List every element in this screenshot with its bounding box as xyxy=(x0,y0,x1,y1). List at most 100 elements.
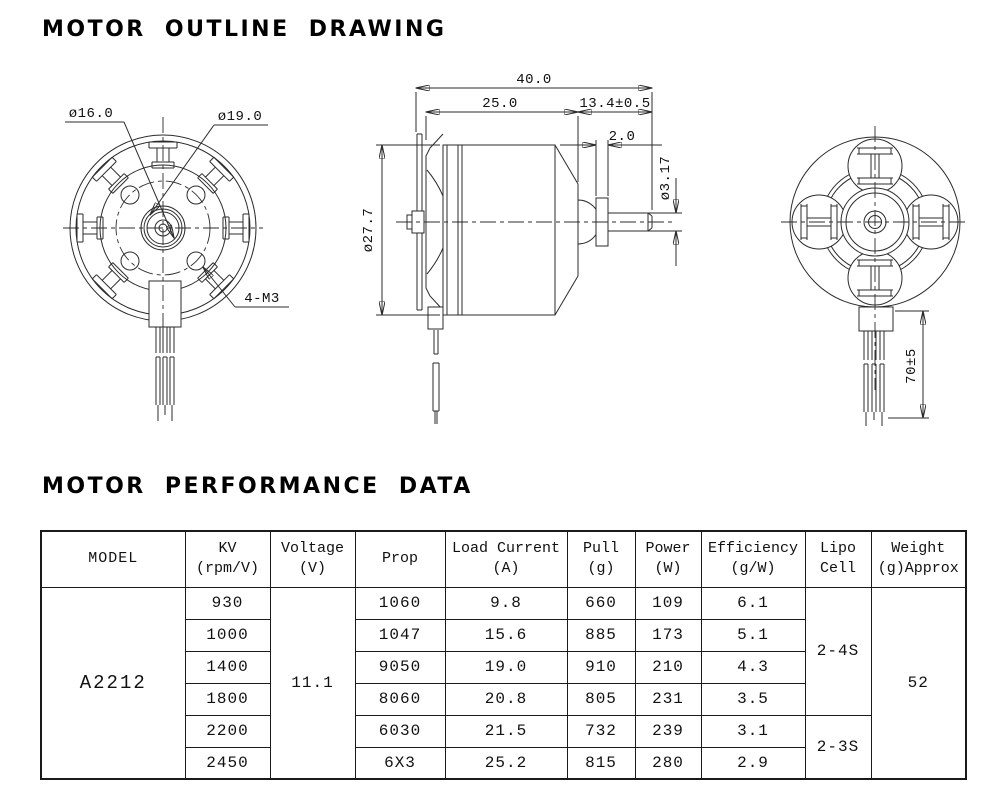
efficiency-value: 3.5 xyxy=(700,682,806,716)
load-current-value: 21.5 xyxy=(444,714,568,748)
dim-body-length-label: 25.0 xyxy=(482,96,518,112)
header-text: Load Current xyxy=(451,540,561,557)
col-header-prop: Prop xyxy=(354,530,446,588)
dim-shaft-boss-label: ø19.0 xyxy=(218,109,263,125)
efficiency-value: 5.1 xyxy=(700,618,806,652)
dim-shaft-dia: ø3.17 xyxy=(658,156,676,266)
power-value: 231 xyxy=(634,682,702,716)
dim-total-length: 40.0 xyxy=(416,72,652,88)
performance-data-title: MOTOR PERFORMANCE DATA xyxy=(42,474,473,499)
header-text: Power xyxy=(645,540,691,557)
rear-wire-bundle xyxy=(859,307,893,426)
kv-value: 1800 xyxy=(184,682,271,716)
kv-value: 1000 xyxy=(184,618,271,652)
power-value: 210 xyxy=(634,650,702,684)
side-motor-body xyxy=(407,134,652,424)
dim-total-length-label: 40.0 xyxy=(516,72,552,88)
header-row: MODEL KV (rpm/V) Voltage (V) Prop Load C… xyxy=(40,530,967,588)
dim-mount-screws-label: 4-M3 xyxy=(244,291,280,307)
header-text: Weight xyxy=(891,540,946,557)
weight-value: 52 xyxy=(870,586,967,780)
front-leader-4m3: 4-M3 xyxy=(203,267,289,307)
efficiency-value: 4.3 xyxy=(700,650,806,684)
pull-value: 910 xyxy=(566,650,636,684)
power-value: 173 xyxy=(634,618,702,652)
header-text: KV xyxy=(218,540,237,557)
kv-value: 2200 xyxy=(184,714,271,748)
table-row: 2450 6X3 25.2 815 280 2.9 xyxy=(41,746,966,780)
pull-value: 815 xyxy=(566,746,636,780)
header-unit: Cell xyxy=(819,560,856,578)
header-unit: (W) xyxy=(654,560,682,578)
front-view-drawing: ø16.0 ø19.0 4-M3 xyxy=(13,106,313,473)
front-leader-dia16: ø16.0 xyxy=(65,106,174,238)
header-unit: (g) xyxy=(587,560,615,578)
dim-wire-length: 70±5 xyxy=(888,311,929,418)
power-value: 109 xyxy=(634,586,702,620)
header-unit: (V) xyxy=(298,560,326,578)
table-row: 1000 1047 15.6 885 173 5.1 xyxy=(41,618,966,652)
header-unit: (g/W) xyxy=(730,560,776,578)
front-wire-bundle xyxy=(149,281,181,421)
lipo-cell-value: 2-4S xyxy=(804,586,872,716)
kv-value: 1400 xyxy=(184,650,271,684)
dim-shaft-length: 13.4±0.5 xyxy=(578,96,652,112)
col-header-kv: KV (rpm/V) xyxy=(184,530,271,588)
col-header-voltage: Voltage (V) xyxy=(269,530,356,588)
header-unit: (rpm/V) xyxy=(195,560,259,578)
header-text: Voltage xyxy=(280,540,344,557)
col-header-model: MODEL xyxy=(40,530,186,588)
model-value: A2212 xyxy=(40,586,186,780)
dim-collar-width: 2.0 xyxy=(560,129,662,145)
efficiency-value: 6.1 xyxy=(700,586,806,620)
power-value: 280 xyxy=(634,746,702,780)
load-current-value: 19.0 xyxy=(444,650,568,684)
header-unit: (A) xyxy=(492,560,520,578)
efficiency-value: 3.1 xyxy=(700,714,806,748)
lipo-cell-value: 2-3S xyxy=(804,714,872,780)
kv-value: 2450 xyxy=(184,746,271,780)
table-row: 1400 9050 19.0 910 210 4.3 xyxy=(41,650,966,684)
col-header-lipo-cell: Lipo Cell xyxy=(804,530,872,588)
rear-centerlines xyxy=(781,126,969,390)
voltage-value: 11.1 xyxy=(269,586,356,780)
load-current-value: 20.8 xyxy=(444,682,568,716)
pull-value: 805 xyxy=(566,682,636,716)
dim-body-dia: ø27.7 xyxy=(361,145,382,315)
load-current-value: 25.2 xyxy=(444,746,568,780)
dim-bolt-circle-label: ø16.0 xyxy=(69,106,114,122)
dim-collar-width-label: 2.0 xyxy=(609,129,636,145)
dim-wire-length-label: 70±5 xyxy=(904,348,920,384)
dim-shaft-dia-label: ø3.17 xyxy=(658,156,674,201)
header-text: Pull xyxy=(582,540,619,557)
prop-value: 1060 xyxy=(354,586,446,620)
prop-value: 9050 xyxy=(354,650,446,684)
table-row: A2212 930 11.1 1060 9.8 660 109 6.1 2-4S… xyxy=(40,586,967,780)
header-text: Lipo xyxy=(819,540,856,557)
pull-value: 885 xyxy=(566,618,636,652)
load-current-value: 9.8 xyxy=(444,586,568,620)
efficiency-value: 2.9 xyxy=(700,746,806,780)
prop-value: 1047 xyxy=(354,618,446,652)
col-header-pull: Pull (g) xyxy=(566,530,636,588)
pull-value: 732 xyxy=(566,714,636,748)
header-text: MODEL xyxy=(88,550,139,568)
prop-value: 6X3 xyxy=(354,746,446,780)
header-unit: (g)Approx xyxy=(877,560,959,578)
col-header-power: Power (W) xyxy=(634,530,702,588)
side-view-drawing: 40.0 25.0 13.4±0.5 2.0 ø27.7 ø3.17 xyxy=(361,72,700,440)
outline-drawing-title: MOTOR OUTLINE DRAWING xyxy=(42,17,447,42)
prop-value: 6030 xyxy=(354,714,446,748)
col-header-weight: Weight (g)Approx xyxy=(870,530,967,588)
performance-table: MODEL KV (rpm/V) Voltage (V) Prop Load C… xyxy=(40,530,967,780)
load-current-value: 15.6 xyxy=(444,618,568,652)
dim-body-dia-label: ø27.7 xyxy=(361,208,377,253)
power-value: 239 xyxy=(634,714,702,748)
col-header-load-current: Load Current (A) xyxy=(444,530,568,588)
kv-value: 930 xyxy=(184,586,271,620)
prop-value: 8060 xyxy=(354,682,446,716)
rear-view-drawing: 70±5 xyxy=(745,60,1000,460)
col-header-efficiency: Efficiency (g/W) xyxy=(700,530,806,588)
header-text: Prop xyxy=(381,550,418,568)
